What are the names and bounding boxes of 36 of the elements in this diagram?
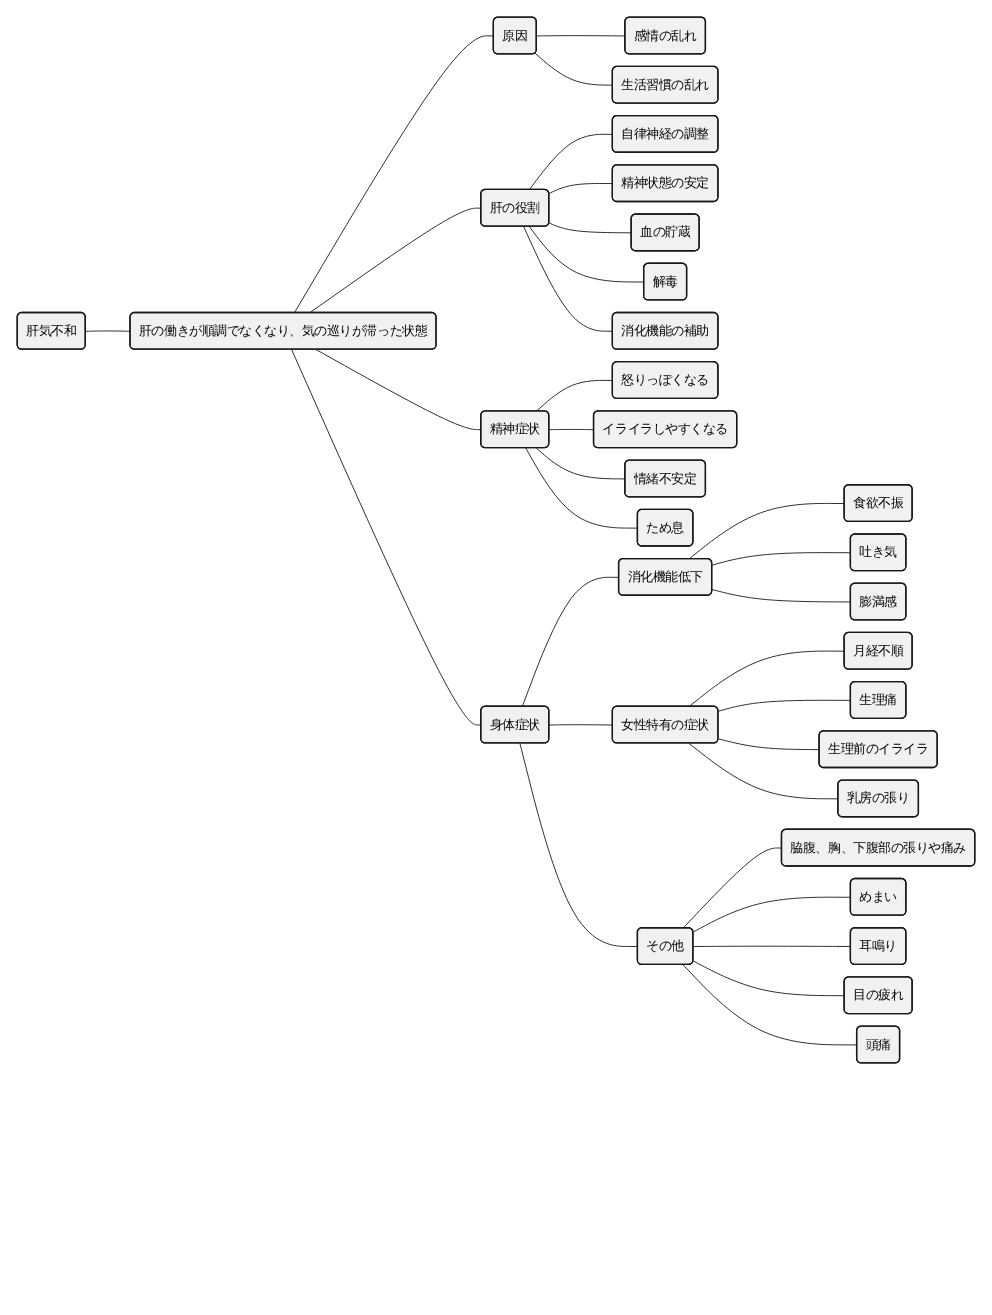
topic-node: めまい xyxy=(849,877,907,916)
topic-node: 血の貯蔵 xyxy=(630,213,700,252)
topic-node: ため息 xyxy=(636,508,694,547)
topic-node: 生活習慣の乱れ xyxy=(611,65,719,104)
topic-node: 自律神経の調整 xyxy=(611,114,719,153)
topic-node: 情緒不安定 xyxy=(624,459,707,498)
topic-node: 解毒 xyxy=(643,262,688,301)
topic-node: 感情の乱れ xyxy=(624,16,707,55)
topic-node: 精神症状 xyxy=(480,410,550,449)
topic-node: 肝気不和 xyxy=(16,311,86,350)
topic-node: 原因 xyxy=(492,16,537,55)
connector-line xyxy=(688,650,845,708)
topic-node: 脇腹、胸、下腹部の張りや痛み xyxy=(780,828,976,867)
topic-node: 目の疲れ xyxy=(843,976,913,1015)
connector-line xyxy=(717,738,820,751)
connector-line xyxy=(692,960,845,997)
topic-node: 月経不順 xyxy=(843,631,913,670)
topic-node: 耳鳴り xyxy=(849,927,907,966)
topic-node: 消化機能の補助 xyxy=(611,311,719,350)
topic-node: 頭痛 xyxy=(855,1025,901,1064)
topic-node: 吐き気 xyxy=(849,533,907,572)
topic-node: 身体症状 xyxy=(480,705,550,744)
topic-node: 生理痛 xyxy=(849,680,907,719)
topic-node: 消化機能低下 xyxy=(617,557,713,596)
topic-node: その他 xyxy=(636,927,694,966)
topic-node: 肝の役割 xyxy=(480,188,550,227)
topic-node: 怒りっぽくなる xyxy=(611,361,719,400)
topic-node: イライラしやすくなる xyxy=(592,410,738,449)
topic-node: 食欲不振 xyxy=(843,484,913,523)
connector-line xyxy=(688,503,845,560)
topic-node: 精神状態の安定 xyxy=(611,164,719,203)
topic-node: 膨満感 xyxy=(849,582,907,621)
topic-node: 女性特有の症状 xyxy=(611,705,719,744)
topic-node: 乳房の張り xyxy=(837,779,920,818)
topic-node: 肝の働きが順調でなくなり、気の巡りが滞った状態 xyxy=(129,311,437,350)
topic-node: 生理前のイライラ xyxy=(818,730,938,769)
